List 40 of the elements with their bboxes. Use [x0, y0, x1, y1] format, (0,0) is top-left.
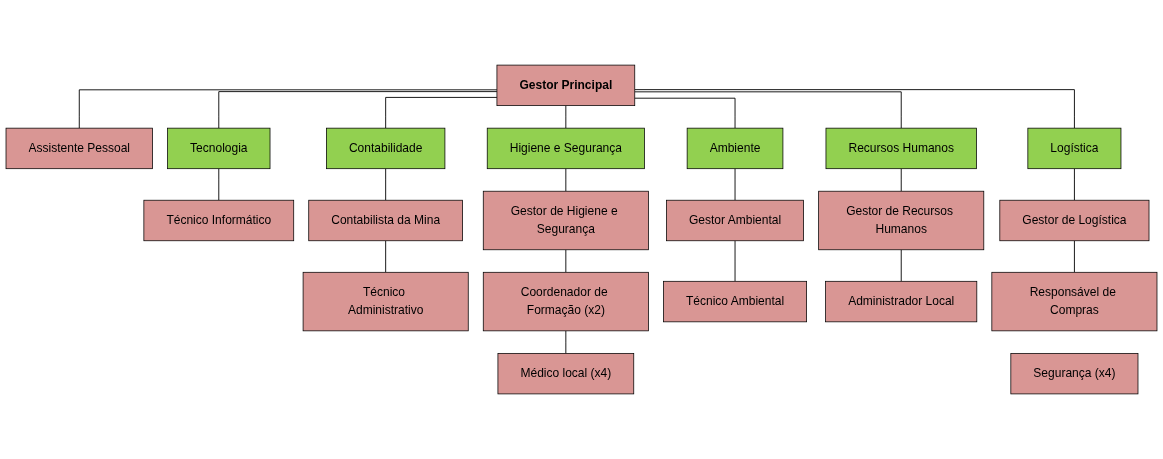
- node-box: Gestor Ambiental: [666, 199, 804, 242]
- node-box: Gestor Principal: [496, 64, 636, 106]
- node-box: Recursos Humanos: [825, 127, 977, 170]
- node-box: Contabilista da Mina: [308, 199, 463, 242]
- node-box: Ambiente: [686, 127, 784, 170]
- connector: [565, 105, 567, 129]
- node-box: Assistente Pessoal: [5, 127, 153, 170]
- connector: [565, 330, 567, 354]
- connector: [734, 240, 736, 282]
- node-box: Contabilidade: [326, 127, 446, 170]
- connector: [900, 168, 902, 192]
- connector: [1073, 168, 1075, 201]
- connector: [1073, 240, 1075, 273]
- node-box: Gestor de Recursos Humanos: [818, 190, 985, 251]
- node-box: Administrador Local: [825, 280, 978, 323]
- node-box: Segurança (x4): [1010, 353, 1139, 395]
- node-box: Técnico Administrativo: [302, 271, 469, 332]
- node-box: Coordenador de Formação (x2): [482, 271, 649, 332]
- connector: [218, 168, 220, 201]
- node-box: Gestor de Logística: [999, 199, 1150, 242]
- connector: [385, 96, 498, 129]
- connector: [218, 91, 498, 129]
- node-box: Logística: [1027, 127, 1122, 170]
- connector: [734, 168, 736, 201]
- connector: [78, 89, 498, 129]
- node-box: Gestor de Higiene e Segurança: [482, 190, 649, 251]
- connector: [385, 168, 387, 201]
- connector: [565, 168, 567, 192]
- connector: [634, 89, 1075, 129]
- node-box: Tecnologia: [167, 127, 271, 170]
- node-box: Responsável de Compras: [991, 271, 1158, 332]
- node-box: Higiene e Segurança: [486, 127, 645, 170]
- node-box: Técnico Informático: [143, 199, 295, 242]
- node-box: Médico local (x4): [497, 353, 635, 395]
- connector: [900, 249, 902, 282]
- connector: [565, 249, 567, 273]
- connector: [634, 97, 736, 129]
- connector: [634, 91, 902, 129]
- connector: [385, 240, 387, 273]
- node-box: Técnico Ambiental: [663, 280, 807, 323]
